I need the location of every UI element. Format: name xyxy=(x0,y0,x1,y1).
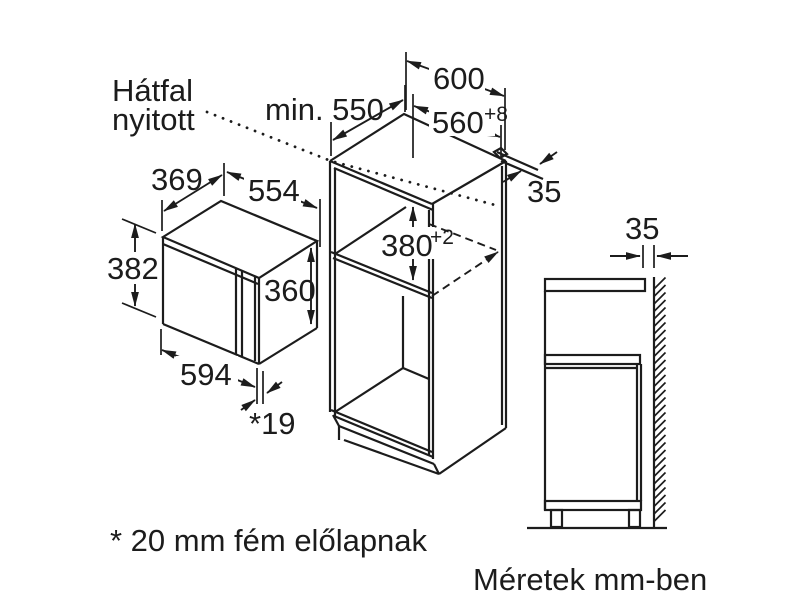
dim-microwave-height-label: 382 xyxy=(107,251,159,286)
dim-microwave-height-382: 382 xyxy=(104,218,159,318)
dim-microwave-depth-369: 369 xyxy=(151,162,225,231)
dim-microwave-front-width-label: 594 xyxy=(180,357,232,392)
dim-microwave-width-554: 554 xyxy=(226,171,321,247)
dim-top-side-gap-35: 35 xyxy=(492,146,561,209)
dim-microwave-side-height-360: 360 xyxy=(264,247,316,325)
built-in-cabinet-drawing xyxy=(328,112,508,476)
microwave-drawing xyxy=(160,199,320,366)
dim-niche-height-label: 380 xyxy=(381,228,433,263)
dim-top-side-gap-label: 35 xyxy=(527,174,561,209)
dim-front-protrusion-19: *19 xyxy=(240,371,296,441)
dim-microwave-side-height-label: 360 xyxy=(264,273,316,308)
dim-niche-width-560: 560 +8 xyxy=(412,94,508,158)
dim-microwave-width-label: 554 xyxy=(248,173,300,208)
back-wall-open-note: Hátfal nyitott xyxy=(112,73,497,207)
dim-niche-height-380: 380 +2 xyxy=(378,206,454,281)
dim-microwave-front-width-594: 594 xyxy=(160,329,258,404)
side-wall-view-drawing xyxy=(527,276,667,530)
dim-cabinet-width-label: 600 xyxy=(433,61,485,96)
back-wall-note-line1: Hátfal xyxy=(112,73,193,108)
open-back-dashed-arrow xyxy=(428,223,499,297)
wall-hatching xyxy=(653,276,667,523)
dim-min-depth-550: min. 550 xyxy=(265,85,406,156)
dim-wall-gap-label: 35 xyxy=(625,211,659,246)
dim-niche-width-label: 560 xyxy=(432,105,484,140)
dim-niche-width-tolerance: +8 xyxy=(484,103,508,126)
dim-microwave-depth-label: 369 xyxy=(151,162,203,197)
footnote-front-panel: * 20 mm fém előlapnak xyxy=(110,523,428,558)
dim-min-depth-label: min. 550 xyxy=(265,92,384,127)
dim-cabinet-width-600: 600 xyxy=(405,52,506,150)
dim-wall-gap-35: 35 xyxy=(610,211,688,268)
back-wall-note-line2: nyitott xyxy=(112,102,195,137)
dim-front-protrusion-label: *19 xyxy=(249,406,296,441)
units-note: Méretek mm-ben xyxy=(473,562,707,597)
